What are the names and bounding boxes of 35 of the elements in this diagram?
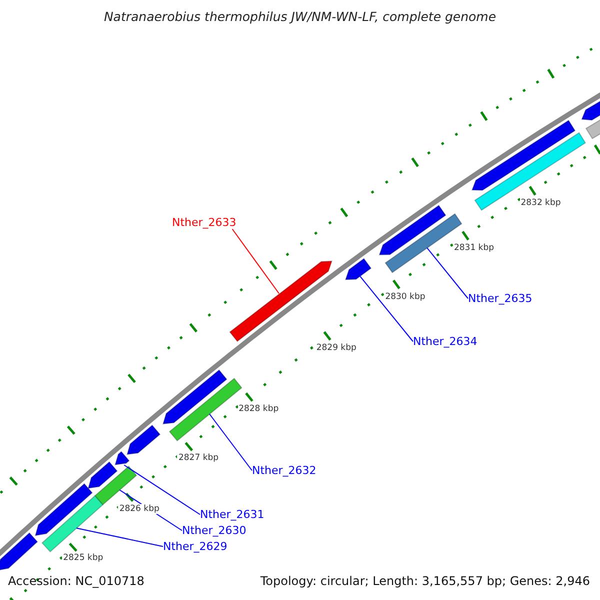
- leader-line: [209, 414, 252, 471]
- leader-line: [232, 228, 280, 294]
- gene-label: Nther_2631: [200, 508, 264, 521]
- genome-info-text: Topology: circular; Length: 3,165,557 bp; Genes: 2,946: [260, 574, 590, 588]
- gene-feature: [162, 369, 228, 424]
- accession-text: Accession: NC_010718: [8, 574, 144, 588]
- scale-label: 2829 kbp: [315, 342, 358, 353]
- gene-feature: [94, 466, 138, 506]
- gene-feature: [378, 204, 446, 256]
- gene-feature: [88, 461, 118, 489]
- title: Natranaerobius thermophilus JW/NM-WN-LF, complete genome: [102, 9, 498, 24]
- gene-feature: [41, 495, 104, 552]
- gene-feature: [474, 132, 586, 211]
- gene-label: Nther_2632: [252, 464, 316, 477]
- scale-label: 2828 kbp: [238, 404, 280, 414]
- leader-line: [76, 528, 164, 547]
- gene-label: Nther_2634: [413, 335, 478, 348]
- leader-line: [360, 276, 414, 342]
- gene-label: Nther_2629: [163, 540, 228, 553]
- gene-feature: [126, 424, 161, 455]
- scale-label: 2826 kbp: [118, 504, 160, 514]
- scale-label: 2825 kbp: [62, 553, 104, 564]
- gene-label: Nther_2635: [468, 292, 532, 305]
- scale-label: 2830 kbp: [384, 292, 426, 302]
- gene-feature: [471, 120, 576, 191]
- leader-line: [124, 464, 200, 515]
- scale-label: 2832 kbp: [520, 198, 562, 208]
- gene-label: Nther_2630: [182, 524, 246, 537]
- gene-feature: [0, 532, 38, 571]
- gene-feature: [344, 258, 372, 280]
- scale-label: 2831 kbp: [452, 243, 496, 253]
- scale-label: 2827 kbp: [177, 453, 220, 464]
- gene-feature: [229, 260, 332, 342]
- gene-label: Nther_2633: [172, 216, 236, 229]
- gene-feature: [34, 482, 93, 536]
